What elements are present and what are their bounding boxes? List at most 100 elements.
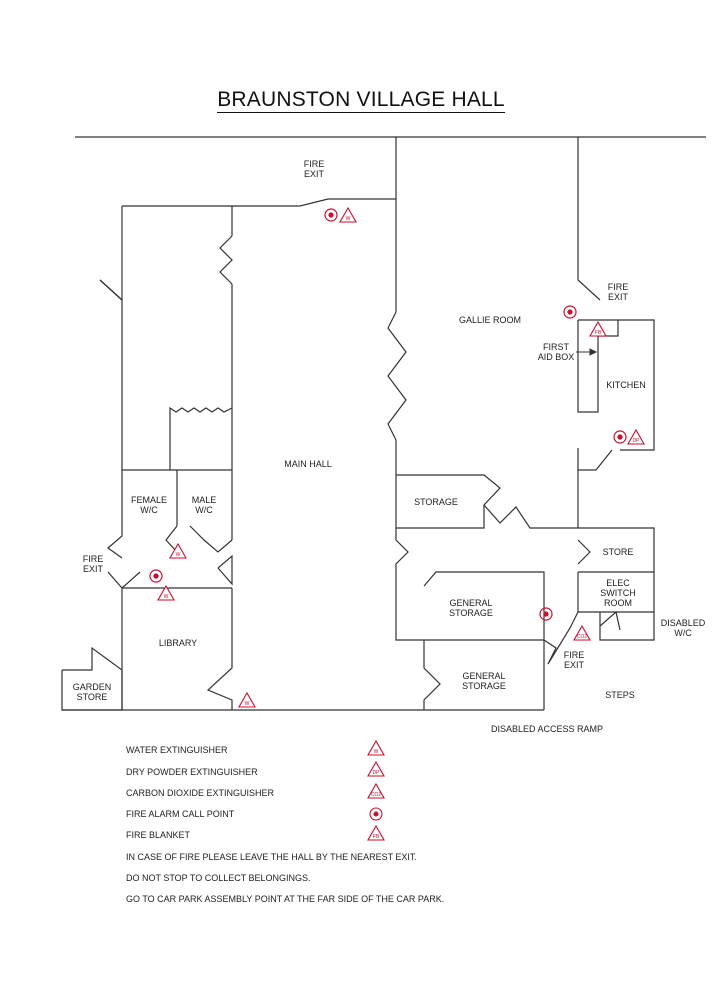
fire-exit-line: FIRE [303,159,325,169]
plan-title: BRAUNSTON VILLAGE HALL [0,88,722,113]
fire-alarm-icon [369,807,383,821]
note-line: IN CASE OF FIRE PLEASE LEAVE THE HALL BY… [126,852,417,862]
bottom-exit-door [543,611,579,665]
elec-line: SWITCH [600,588,636,598]
legend-item-fire-blanket: FIRE BLANKET [126,830,191,840]
first-aid-line: FIRST [542,342,569,352]
legend-item-fire-alarm: FIRE ALARM CALL POINT [126,809,235,819]
gallie-zigzag-wall [387,311,407,475]
fire-exit-line: EXIT [82,564,104,574]
co2-extinguisher-icon: CO2 [367,782,385,799]
small-store-outline [169,406,233,470]
north-wall [122,198,396,207]
fire-exit-line: EXIT [563,660,585,670]
corridor-zigzag [395,528,409,572]
female-wc-line: FEMALE [130,495,168,505]
legend-code: W [374,749,379,755]
co2-extinguisher-icon: CO2 [573,624,591,641]
general-storage-1-outline [395,571,545,641]
kitchen-label: KITCHEN [606,380,646,390]
elec-line: ROOM [604,598,632,608]
blanket-code: FB [595,330,602,336]
note-line: GO TO CAR PARK ASSEMBLY POINT AT THE FAR… [126,894,445,904]
fire-exit-line: FIRE [563,650,585,660]
water-extinguisher-icon: W [367,739,385,756]
extinguisher-code: W [164,594,169,600]
legend-code: CO2 [371,792,382,798]
corridor-door [483,504,578,529]
male-wc-line: W/C [195,505,213,515]
fire-alarm-icon [324,208,338,222]
male-wc-line: MALE [191,495,217,505]
wc-west-wall [107,470,123,559]
fire-exit-line: FIRE [82,554,104,564]
extinguisher-code: W [176,552,181,558]
disabled-wc-door [599,610,621,631]
legend-item-water: WATER EXTINGUISHER [126,745,228,755]
fire-exit-line: FIRE [607,282,629,292]
first-aid-arrow [576,348,598,356]
dry-powder-extinguisher-icon: DP [627,428,645,445]
general-storage-line: GENERAL [449,598,493,608]
general-storage-2-west [423,640,441,710]
legend-code: FB [373,834,380,840]
disabled-access-ramp-label: DISABLED ACCESS RAMP [490,724,604,734]
main-hall-label: MAIN HALL [284,459,332,469]
gallie-room-label: GALLIE ROOM [458,315,522,325]
disabled-wc-line: DISABLED [660,618,706,628]
store-label: STORE [602,547,634,557]
legend-item-dry-powder: DRY POWDER EXTINGUISHER [126,767,258,777]
library-east-wall [206,588,233,710]
water-extinguisher-icon: W [238,691,256,708]
storage-label: STORAGE [414,497,458,507]
gallie-east-wall [577,137,601,301]
elec-line: ELEC [606,578,630,588]
fire-blanket-icon: FB [589,320,607,337]
fire-blanket-icon: FB [367,824,385,841]
female-door [165,525,178,553]
general-storage-line: STORAGE [462,681,506,691]
west-notch [99,279,123,301]
plan-title-text: BRAUNSTON VILLAGE HALL [217,88,505,113]
lobby-door [107,571,141,589]
store-door [577,539,591,565]
extinguisher-code: CO2 [577,634,588,640]
general-storage-line: GENERAL [462,671,506,681]
lobby-east-door [217,554,233,586]
library-label: LIBRARY [158,638,198,648]
disabled-wc-line: W/C [674,628,692,638]
water-extinguisher-icon: W [339,206,357,223]
extinguisher-code: W [346,216,351,222]
note-line: DO NOT STOP TO COLLECT BELONGINGS. [126,873,311,883]
general-storage-line: STORAGE [449,608,493,618]
steps-label: STEPS [605,690,635,700]
kitchen-outline [578,319,655,451]
fire-exit-line: EXIT [607,292,629,302]
kitchen-door [577,448,613,471]
legend-code: DP [373,770,381,776]
fire-alarm-icon [613,430,627,444]
extinguisher-code: DP [633,438,641,444]
male-door [189,525,233,553]
disabled-wc-outline [599,612,655,641]
dry-powder-extinguisher-icon: DP [367,760,385,777]
west-wall-mid [99,279,123,470]
fire-alarm-icon [563,305,577,319]
walls [61,136,706,711]
kitchen-hatch [577,320,619,413]
legend-item-co2: CARBON DIOXIDE EXTINGUISHER [126,788,275,798]
female-wc-line: W/C [140,505,158,515]
